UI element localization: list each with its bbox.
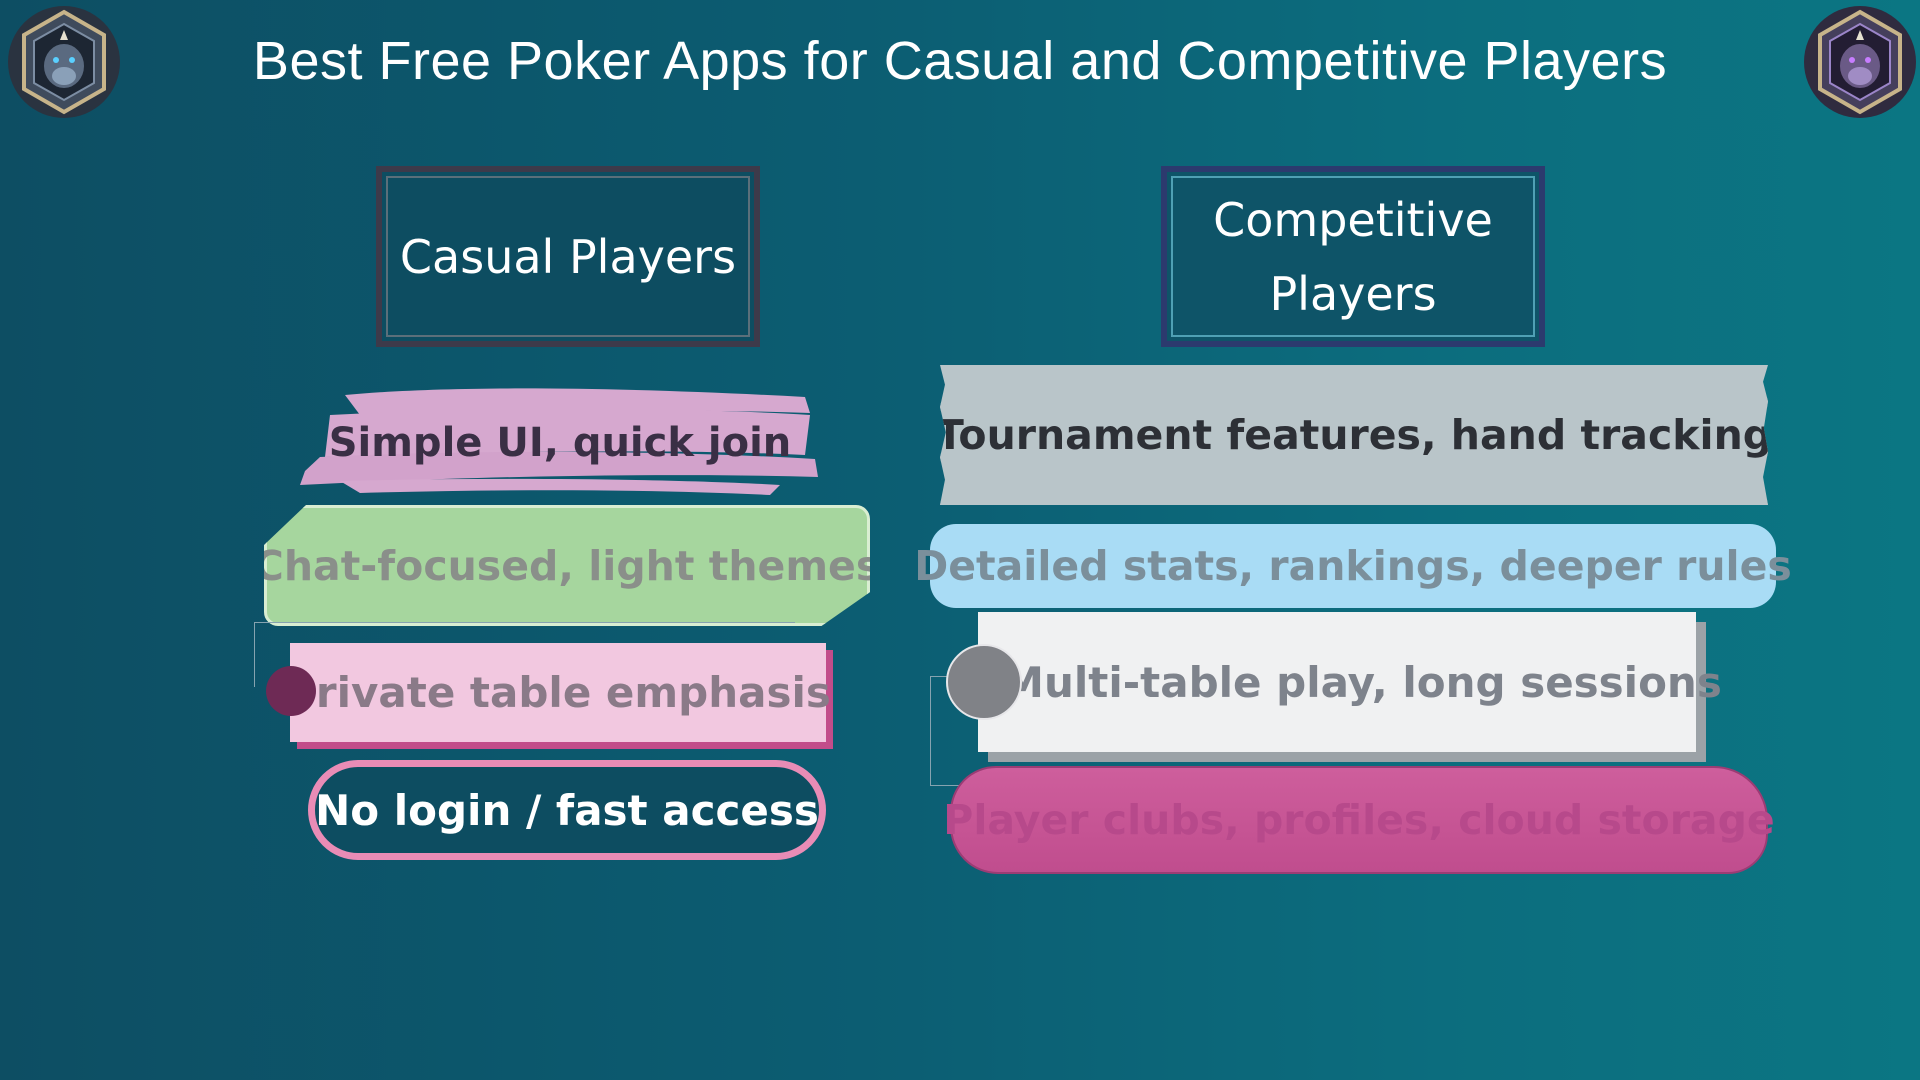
casual-item-label: Simple UI, quick join (328, 419, 792, 466)
casual-item-simple-ui: Simple UI, quick join (300, 385, 820, 500)
competitive-item-label: Multi-table play, long sessions (1002, 657, 1722, 707)
bullet-dot-icon (946, 644, 1022, 720)
competitive-item-player-clubs: Player clubs, profiles, cloud storage (943, 766, 1775, 874)
page-title: Best Free Poker Apps for Casual and Comp… (252, 31, 1668, 91)
casual-item-label: No login / fast access (315, 785, 819, 835)
competitive-header-line2: Players (1269, 266, 1437, 321)
casual-players-header: Casual Players (376, 166, 760, 347)
gorilla-crest-icon (8, 6, 120, 118)
casual-item-chat-focused: Chat-focused, light themes (264, 505, 870, 626)
casual-item-label: Private table emphasis (285, 668, 831, 717)
casual-header-label: Casual Players (399, 229, 737, 284)
connector-line (254, 622, 795, 687)
competitive-item-multi-table: Multi-table play, long sessions (978, 612, 1722, 752)
casual-item-label: Chat-focused, light themes (253, 541, 881, 590)
casual-item-no-login: No login / fast access (308, 760, 826, 860)
competitive-players-header: Competitive Players (1161, 166, 1545, 347)
competitive-item-label: Player clubs, profiles, cloud storage (943, 796, 1775, 844)
competitive-item-detailed-stats: Detailed stats, rankings, deeper rules (914, 524, 1792, 608)
bullet-dot-icon (266, 666, 316, 716)
brush-stroke-shape (300, 388, 818, 495)
competitive-item-tournament: Tournament features, hand tracking (940, 365, 1768, 505)
casual-item-private-table: Private table emphasis (285, 643, 831, 742)
gorilla-crest-icon (1804, 6, 1916, 118)
competitive-item-label: Tournament features, hand tracking (935, 411, 1773, 459)
competitive-item-label: Detailed stats, rankings, deeper rules (914, 542, 1792, 590)
competitive-header-line1: Competitive (1213, 192, 1493, 247)
